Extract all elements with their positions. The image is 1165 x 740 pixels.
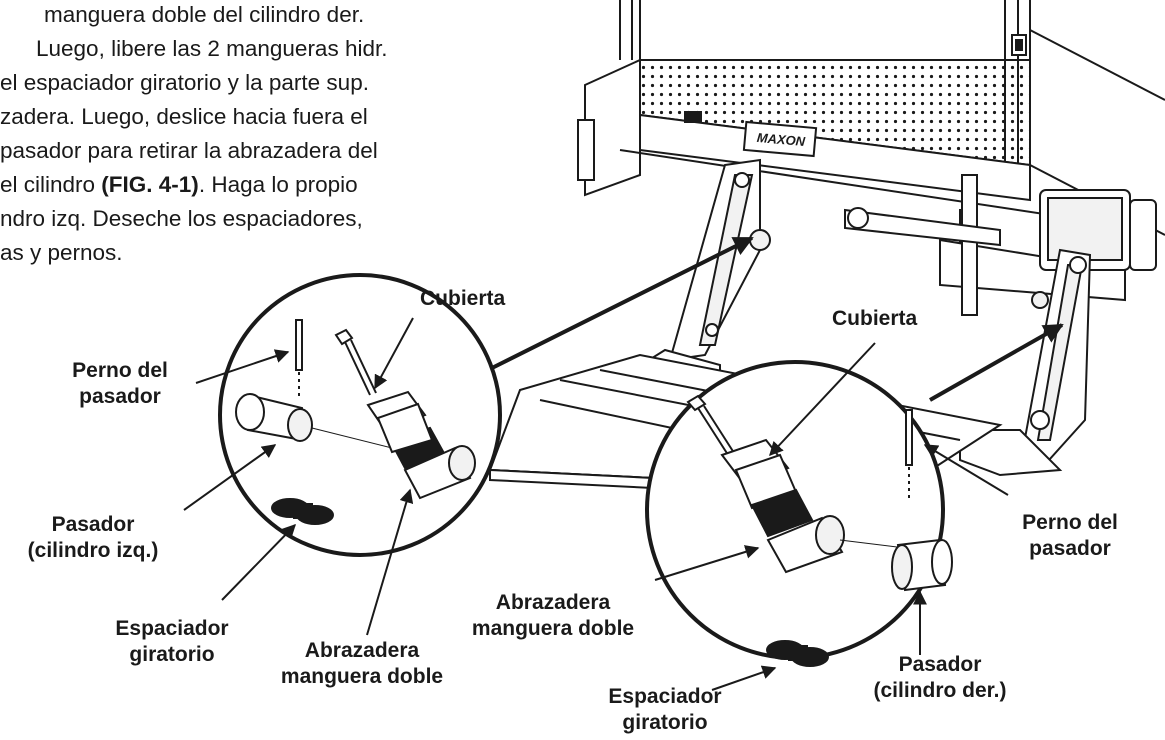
label-right-abrazadera: Abrazadera manguera doble	[448, 590, 658, 642]
detail-circle-left	[218, 273, 502, 557]
instruction-line-8: as y pernos.	[0, 240, 123, 265]
instruction-line-3: el espaciador giratorio y la parte sup.	[0, 70, 369, 95]
label-right-espaciador: Espaciador giratorio	[590, 684, 740, 736]
instruction-line-6-text: el cilindro	[0, 172, 102, 197]
label-right-cubierta-text: Cubierta	[832, 307, 918, 330]
label-right-perno-line1: Perno del	[1022, 511, 1118, 534]
label-left-pasador: Pasador (cilindro izq.)	[2, 512, 184, 564]
swivel-spacer-right	[766, 640, 829, 667]
label-left-perno: Perno del pasador	[50, 358, 190, 410]
brand-plate-text: MAXON	[756, 130, 806, 149]
figure-reference: (FIG. 4-1)	[101, 172, 199, 197]
lift-arm-left	[622, 158, 771, 387]
label-left-pasador-line1: Pasador	[51, 513, 135, 536]
instruction-line-7: ndro izq. Deseche los espaciadores,	[0, 206, 363, 231]
label-right-espaciador-line2: giratorio	[622, 711, 708, 734]
label-right-perno-line2: pasador	[1029, 537, 1111, 560]
label-right-pasador-line1: Pasador	[898, 653, 982, 676]
hose-clamp-right	[766, 515, 906, 574]
arrow-left-detail	[477, 236, 754, 377]
instruction-line-2: Luego, libere las 2 mangueras hidr.	[36, 36, 388, 61]
pin-left	[235, 393, 421, 456]
pin-right	[891, 538, 953, 592]
label-left-cubierta-text: Cubierta	[420, 287, 506, 310]
instruction-line-1: manguera doble del cilindro der.	[44, 2, 365, 27]
label-right-pasador: Pasador (cilindro der.)	[860, 652, 1020, 704]
label-left-espaciador-line1: Espaciador	[115, 617, 229, 640]
screw-left	[334, 328, 377, 396]
label-left-espaciador: Espaciador giratorio	[97, 616, 247, 668]
label-left-espaciador-line2: giratorio	[129, 643, 215, 666]
label-left-abrazadera-line2: manguera doble	[280, 665, 444, 688]
instruction-line-4: zadera. Luego, deslice hacia fuera el	[0, 104, 368, 129]
label-left-abrazadera: Abrazadera manguera doble	[262, 638, 462, 690]
label-left-perno-line2: pasador	[79, 385, 161, 408]
instruction-line-6-tail: . Haga lo propio	[198, 172, 358, 197]
screw-right	[686, 394, 737, 459]
leaders-right	[654, 342, 1009, 691]
arrow-right-detail	[929, 323, 1064, 402]
label-right-abrazadera-line2: manguera doble	[471, 617, 635, 640]
label-right-cubierta: Cubierta	[832, 306, 917, 332]
label-left-perno-line1: Perno del	[72, 359, 168, 382]
label-right-pasador-line2: (cilindro der.)	[873, 679, 1007, 702]
label-left-cubierta: Cubierta	[420, 286, 505, 312]
swivel-spacer-left	[271, 498, 334, 525]
label-right-abrazadera-line1: Abrazadera	[495, 591, 611, 614]
label-right-perno: Perno del pasador	[1000, 510, 1140, 562]
cover-clamp-left	[366, 390, 447, 470]
label-left-abrazadera-line1: Abrazadera	[304, 639, 420, 662]
label-right-espaciador-line1: Espaciador	[608, 685, 722, 708]
instruction-line-5: pasador para retirar la abrazadera del	[0, 138, 378, 163]
lift-arm-right	[959, 248, 1092, 477]
pin-bolt-right	[905, 409, 913, 500]
instruction-line-6: el cilindro (FIG. 4-1). Haga lo propio	[0, 168, 358, 203]
rear-frame	[577, 58, 1157, 316]
label-left-pasador-line2: (cilindro izq.)	[27, 539, 159, 562]
hose-clamp-left	[403, 445, 476, 500]
leaders-left	[183, 317, 414, 636]
pin-bolt-left	[295, 319, 303, 400]
